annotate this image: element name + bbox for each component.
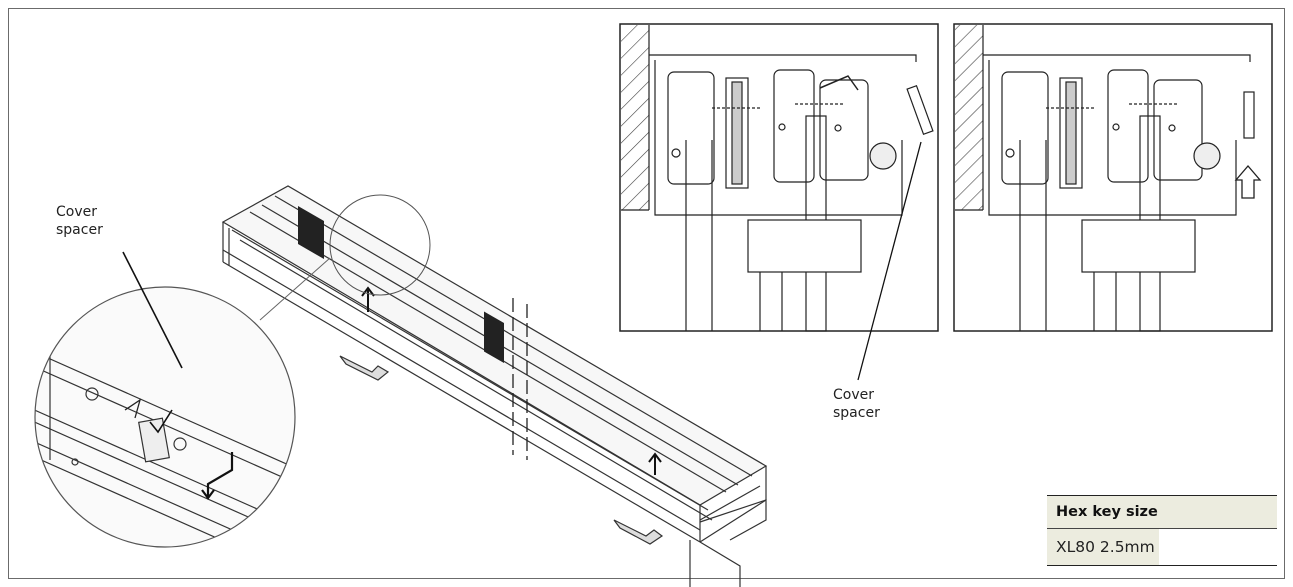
carriage-blocks (298, 206, 504, 363)
section-view-1 (619, 23, 939, 332)
hex-key-header: Hex key size (1047, 495, 1277, 529)
hex-key-table: Hex key size XL80 2.5mm (1047, 495, 1277, 566)
figure-frame (8, 8, 1285, 579)
section-view-2 (953, 23, 1273, 332)
zoom-detail (35, 287, 295, 547)
break-line (512, 298, 528, 460)
leader-line-zoom (259, 257, 331, 321)
leader-line-left (122, 251, 183, 369)
callout-cover-spacer-right: Cover spacer (833, 387, 880, 421)
zoom-circle (34, 286, 296, 548)
callout-cover-spacer-left: Cover spacer (56, 204, 103, 238)
leader-line-right (857, 141, 922, 381)
rail-profile-end (689, 499, 767, 587)
cover-spacer-parts (339, 355, 664, 545)
detail-circle (329, 194, 431, 296)
hex-key-value: XL80 2.5mm (1047, 529, 1277, 566)
up-arrow-icon (1234, 165, 1262, 199)
